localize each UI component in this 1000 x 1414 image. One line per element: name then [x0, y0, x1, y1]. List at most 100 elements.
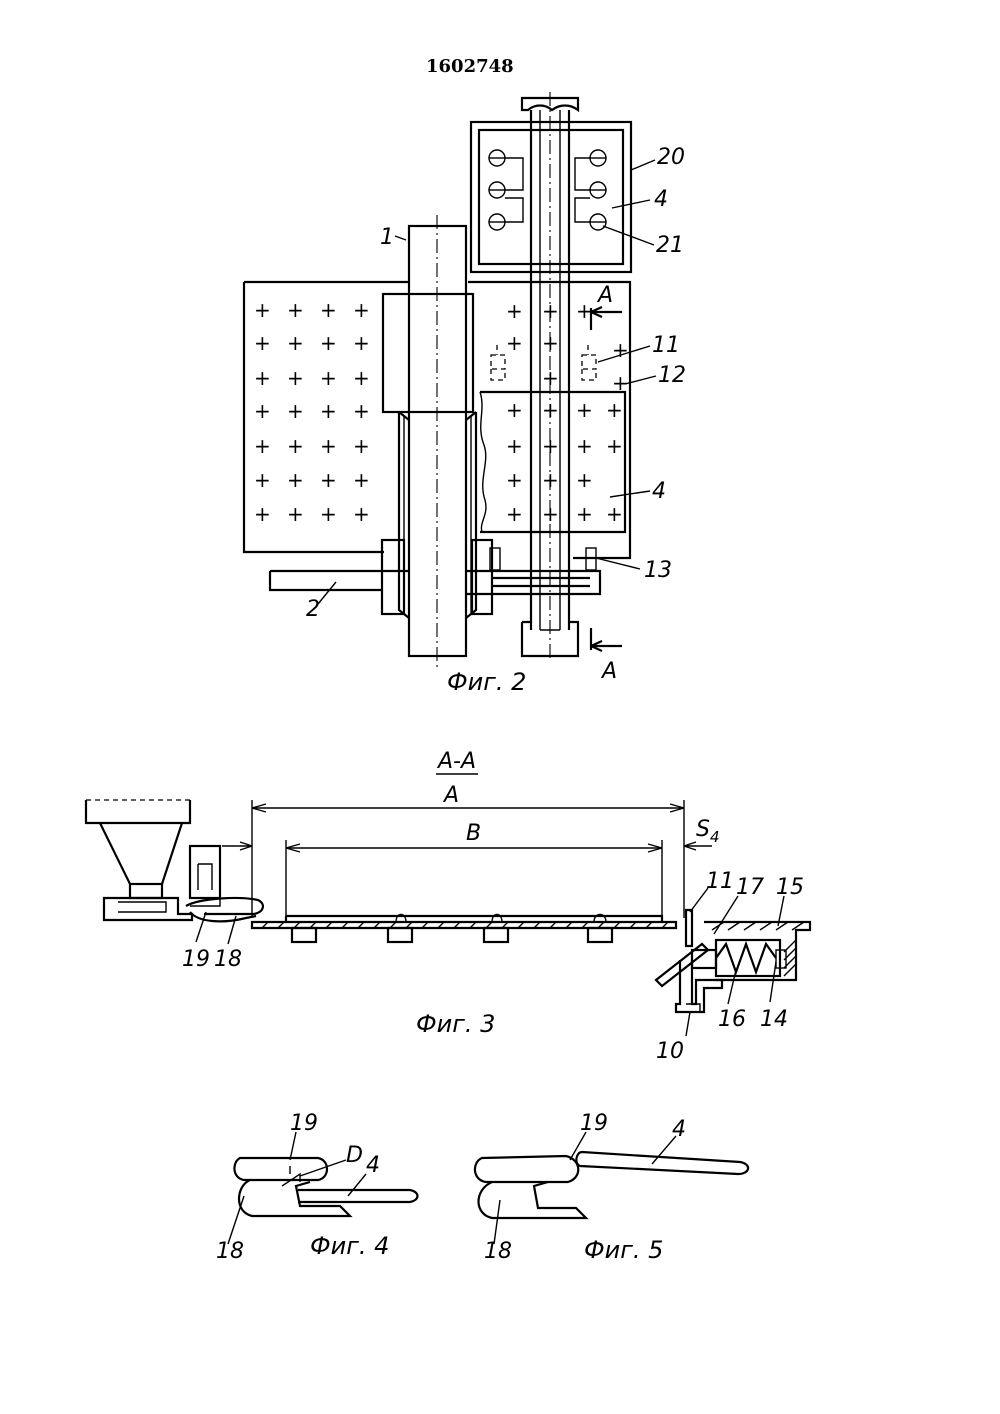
label-11-fig3: 11 — [706, 869, 734, 894]
label-11: 11 — [652, 333, 680, 358]
table-hatch — [261, 921, 669, 929]
plate-right-marks: +++ ++ + ++ ++++ ++++ +++ ++++ — [506, 299, 629, 526]
svg-text:+: + — [353, 331, 370, 355]
svg-text:+: + — [606, 398, 623, 422]
figure-4: 19 D 4 18 Фиг. 4 — [216, 1111, 419, 1264]
label-2: 2 — [306, 597, 320, 622]
coil-housing-outer — [469, 120, 633, 274]
label-19-fig4: 19 — [290, 1111, 318, 1136]
label-4-fig4: 4 — [366, 1153, 380, 1178]
svg-text:+: + — [576, 398, 593, 422]
svg-text:+: + — [542, 434, 559, 458]
gripper-18-fig4 — [237, 1178, 353, 1218]
dimension-b: B — [466, 821, 481, 846]
gripper-19-fig4 — [233, 1156, 329, 1182]
dimension-a: A — [442, 783, 459, 808]
svg-text:+: + — [287, 331, 304, 355]
guide-rod-head — [520, 96, 580, 113]
svg-text:+: + — [254, 502, 271, 526]
gripper-19-fig5 — [473, 1154, 580, 1184]
sheet-4-break — [479, 391, 487, 533]
svg-text:+: + — [254, 468, 271, 492]
svg-text:+: + — [254, 366, 271, 390]
clamp-block — [381, 292, 475, 414]
svg-text:+: + — [287, 468, 304, 492]
sensor-left — [490, 345, 506, 381]
coil-housing-inner — [477, 128, 625, 266]
support-3 — [482, 926, 510, 944]
svg-text:+: + — [287, 434, 304, 458]
gripper-18-fig5 — [477, 1180, 589, 1220]
svg-text:+: + — [287, 502, 304, 526]
sensor-right — [581, 345, 597, 381]
svg-text:+: + — [506, 468, 523, 492]
caption-fig5: Фиг. 5 — [584, 1236, 663, 1264]
svg-text:+: + — [506, 331, 523, 355]
sheet-4-lower — [480, 390, 627, 534]
housing-hatch — [711, 921, 805, 931]
label-4-bottom: 4 — [652, 479, 666, 504]
svg-text:+: + — [320, 502, 337, 526]
svg-text:+: + — [576, 299, 593, 323]
svg-text:+: + — [287, 366, 304, 390]
svg-text:+: + — [542, 398, 559, 422]
plate-left — [242, 280, 410, 554]
housing-15 — [704, 920, 812, 982]
lever-17 — [654, 942, 710, 988]
gripper-19 — [185, 896, 264, 916]
svg-text:+: + — [576, 502, 593, 526]
svg-text:+: + — [542, 299, 559, 323]
svg-text:+: + — [353, 298, 370, 322]
svg-text:+: + — [287, 399, 304, 423]
actuator-block — [188, 844, 222, 900]
label-19-fig5: 19 — [580, 1111, 608, 1136]
svg-text:+: + — [254, 434, 271, 458]
section-title: A-A — [436, 749, 476, 774]
table — [250, 920, 678, 930]
label-4-fig5: 4 — [672, 1117, 686, 1142]
section-letter-bottom: A — [600, 659, 617, 684]
section-letter-top: A — [596, 283, 613, 308]
support-4 — [586, 926, 614, 944]
dimension-s: S4 — [696, 817, 720, 846]
svg-text:+: + — [542, 331, 559, 355]
sheet-4-fig5 — [575, 1150, 750, 1176]
support-1 — [290, 926, 318, 944]
svg-text:+: + — [254, 399, 271, 423]
gripper-18 — [189, 911, 257, 923]
label-d: D — [346, 1143, 363, 1168]
svg-text:+: + — [353, 399, 370, 423]
svg-text:+: + — [576, 468, 593, 492]
svg-text:+: + — [353, 468, 370, 492]
plunger-16 — [690, 948, 718, 970]
label-14: 14 — [760, 1007, 788, 1032]
svg-text:+: + — [254, 331, 271, 355]
caption-fig4: Фиг. 4 — [310, 1232, 389, 1260]
svg-text:+: + — [606, 434, 623, 458]
svg-text:+: + — [353, 434, 370, 458]
plate-right — [468, 280, 632, 560]
svg-text:+: + — [353, 502, 370, 526]
svg-text:+: + — [506, 502, 523, 526]
patent-number: 1602748 — [426, 56, 514, 77]
svg-text:+: + — [320, 331, 337, 355]
label-12: 12 — [658, 363, 686, 388]
svg-text:+: + — [506, 299, 523, 323]
figure-2: + + + + + + + + + + + + + + + + + + + + + + + + + + + + + + + +… — [242, 92, 686, 696]
plate-left-marks: ++++ ++++ ++++ ++++ ++++ ++++ ++++ — [254, 298, 370, 526]
label-18-fig4: 18 — [216, 1239, 244, 1264]
caption-fig3: Фиг. 3 — [416, 1010, 495, 1038]
svg-text:+: + — [542, 366, 559, 390]
spring-cap — [775, 949, 787, 969]
label-4-top: 4 — [654, 187, 668, 212]
label-18-fig5: 18 — [484, 1239, 512, 1264]
svg-text:+: + — [542, 502, 559, 526]
svg-text:+: + — [320, 298, 337, 322]
spring-14 — [715, 940, 777, 976]
svg-text:+: + — [287, 298, 304, 322]
svg-text:+: + — [320, 399, 337, 423]
figure-5: 19 4 18 Фиг. 5 — [473, 1111, 750, 1264]
svg-text:+: + — [542, 468, 559, 492]
label-1: 1 — [380, 225, 394, 250]
